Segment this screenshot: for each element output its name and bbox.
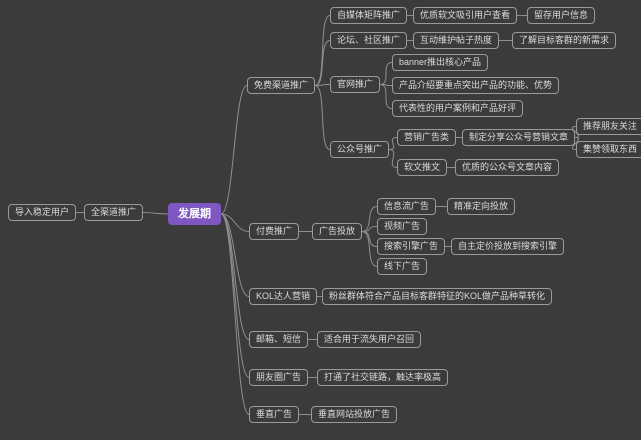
node-video-ads[interactable]: 视频广告 (377, 218, 428, 235)
node-paid-promo[interactable]: 付费推广 (249, 223, 300, 240)
node-search-engine-ads[interactable]: 搜索引擎广告 (377, 238, 446, 255)
node-soft-article-tweet[interactable]: 软文推文 (397, 159, 448, 176)
node-recommend-friends-follow[interactable]: 推荐朋友关注 (576, 118, 641, 135)
node-target-group-needs[interactable]: 了解目标客群的新需求 (512, 32, 617, 49)
node-official-site-promo[interactable]: 官网推广 (330, 76, 381, 93)
node-vertical-ads[interactable]: 垂直广告 (249, 406, 300, 423)
central-topic-development-stage[interactable]: 发展期 (168, 203, 221, 225)
node-user-cases-praise[interactable]: 代表性的用户案例和产品好评 (392, 100, 524, 117)
node-quality-soft-article[interactable]: 优质软文吸引用户查看 (413, 7, 518, 24)
node-precise-targeting[interactable]: 精准定向投放 (447, 198, 516, 215)
node-self-bidding-search[interactable]: 自主定价投放到搜索引擎 (451, 238, 565, 255)
node-retain-user-info[interactable]: 留存用户信息 (527, 7, 596, 24)
node-product-intro-highlight[interactable]: 产品介绍要重点突出产品的功能、优势 (392, 77, 560, 94)
node-social-link-reach[interactable]: 打通了社交链路，触达率极高 (317, 369, 449, 386)
node-email-sms[interactable]: 邮箱、短信 (249, 331, 309, 348)
node-share-marketing-article[interactable]: 制定分享公众号营销文章 (462, 129, 576, 146)
node-feed-ads[interactable]: 信息流广告 (377, 198, 437, 215)
node-import-stable-users[interactable]: 导入稳定用户 (8, 204, 77, 221)
node-free-channel-promo[interactable]: 免费渠道推广 (247, 77, 316, 94)
node-selected-article-content[interactable]: 优质的公众号文章内容 (455, 159, 560, 176)
node-kol-description[interactable]: 粉丝群体符合产品目标客群特征的KOL做产品种草转化 (322, 288, 553, 305)
node-maintain-post-heat[interactable]: 互动维护帖子热度 (413, 32, 500, 49)
node-kol-marketing[interactable]: KOL达人营销 (249, 288, 318, 305)
node-vertical-site-ads[interactable]: 垂直网站投放广告 (311, 406, 398, 423)
node-collect-likes-reward[interactable]: 集赞领取东西 (576, 141, 641, 158)
node-moments-ads[interactable]: 朋友圈广告 (249, 369, 309, 386)
node-all-channel-promo[interactable]: 全渠道推广 (84, 204, 144, 221)
node-offline-ads[interactable]: 线下广告 (377, 258, 428, 275)
node-banner-core-product[interactable]: banner推出核心产品 (392, 54, 489, 71)
node-ad-placement[interactable]: 广告投放 (312, 223, 363, 240)
node-forum-community[interactable]: 论坛、社区推广 (330, 32, 408, 49)
node-churned-user-recall[interactable]: 适合用于流失用户召回 (317, 331, 422, 348)
node-wechat-official-promo[interactable]: 公众号推广 (330, 141, 390, 158)
node-self-media-matrix[interactable]: 自媒体矩阵推广 (330, 7, 408, 24)
node-marketing-ads[interactable]: 营销广告类 (397, 129, 457, 146)
